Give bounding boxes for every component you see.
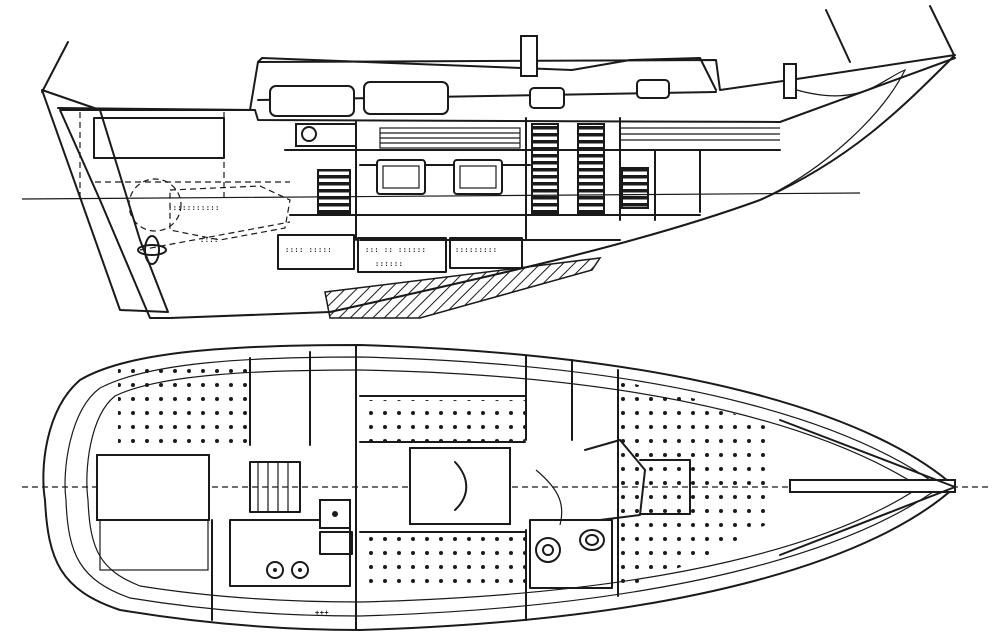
portlight-3 xyxy=(529,87,565,109)
bowsprit xyxy=(789,479,956,493)
saloon-table-leaf xyxy=(454,461,468,511)
door-swing xyxy=(535,469,563,526)
sink-drain xyxy=(332,511,338,517)
toe-rail-plan xyxy=(86,369,922,603)
chart-table xyxy=(319,531,353,555)
sole-dots-saloon-top xyxy=(360,400,525,442)
stem-inner xyxy=(769,68,907,196)
backstay xyxy=(41,41,69,93)
tank-aft-label: :::: ::::: xyxy=(285,246,332,254)
prop-shaft xyxy=(139,221,291,251)
tank-mid xyxy=(357,237,447,273)
cockpit-seat xyxy=(79,112,290,200)
companionway-ladder xyxy=(249,461,301,513)
cockpit-table xyxy=(96,454,210,521)
bulkheads xyxy=(355,117,701,241)
tank-aft xyxy=(277,234,355,270)
profile-waterline xyxy=(21,192,861,200)
ladder-steps xyxy=(257,462,289,512)
engine-flywheel xyxy=(128,178,182,232)
cockpit-well xyxy=(99,519,209,571)
tank-fwd xyxy=(449,237,523,269)
settee-window-2 xyxy=(453,159,503,195)
plan-view: +++ xyxy=(22,344,990,631)
sheer-line xyxy=(57,57,956,123)
louvre-door-aft xyxy=(317,169,351,215)
sole-dots-aft xyxy=(118,360,250,445)
sole-dots-vberth xyxy=(618,380,775,590)
profile-view: ::::::::::: :::: :::: ::::: ::: :: :::::… xyxy=(21,5,956,319)
forward-hatch xyxy=(584,439,646,521)
cabin-trunk xyxy=(257,57,717,91)
tank-mid-label-2: :::::: xyxy=(375,260,403,268)
galley-gauge xyxy=(301,126,317,142)
louvre-door-mid-1 xyxy=(531,123,559,215)
tank-fwd-label: ::::::::: xyxy=(455,246,497,254)
bow-pulpit xyxy=(825,9,851,63)
shelf-strokes xyxy=(380,127,780,144)
deck-line-plan xyxy=(64,356,942,617)
rudder xyxy=(41,89,169,313)
portlight-2 xyxy=(363,81,449,115)
saloon-table xyxy=(409,447,511,525)
settee-back-top xyxy=(359,395,526,443)
louvre-door-fwd xyxy=(621,167,649,209)
shaft-label: :::: xyxy=(200,236,219,244)
stove-burner-icon xyxy=(266,561,309,579)
settee-window-1-inner xyxy=(382,165,420,189)
head-compartment xyxy=(529,519,613,589)
louvre-door-mid-2 xyxy=(577,123,605,215)
tank-mid-label: ::: :: :::::: xyxy=(365,246,426,254)
anchor-well xyxy=(779,419,956,556)
hull-plan xyxy=(42,344,956,631)
engine-block xyxy=(169,185,291,241)
bow-cleat xyxy=(783,63,797,99)
engine-label: ::::::::::: xyxy=(168,204,220,212)
propeller-icon xyxy=(137,235,167,265)
portlight-4 xyxy=(636,79,670,99)
plan-bulkheads xyxy=(211,345,619,631)
steering-wheel-icon xyxy=(535,537,561,563)
portlight-1 xyxy=(269,85,355,117)
settee-window-2-inner xyxy=(459,165,497,189)
ballast-keel xyxy=(324,257,602,319)
settee-window-1 xyxy=(376,159,426,195)
engine-access-mark: +++ xyxy=(315,609,329,617)
forestay xyxy=(929,5,955,56)
sole-dots-saloon-bottom xyxy=(360,532,525,592)
vberth-cushion xyxy=(639,459,691,515)
toilet-icon xyxy=(579,529,605,551)
mast xyxy=(520,35,538,77)
